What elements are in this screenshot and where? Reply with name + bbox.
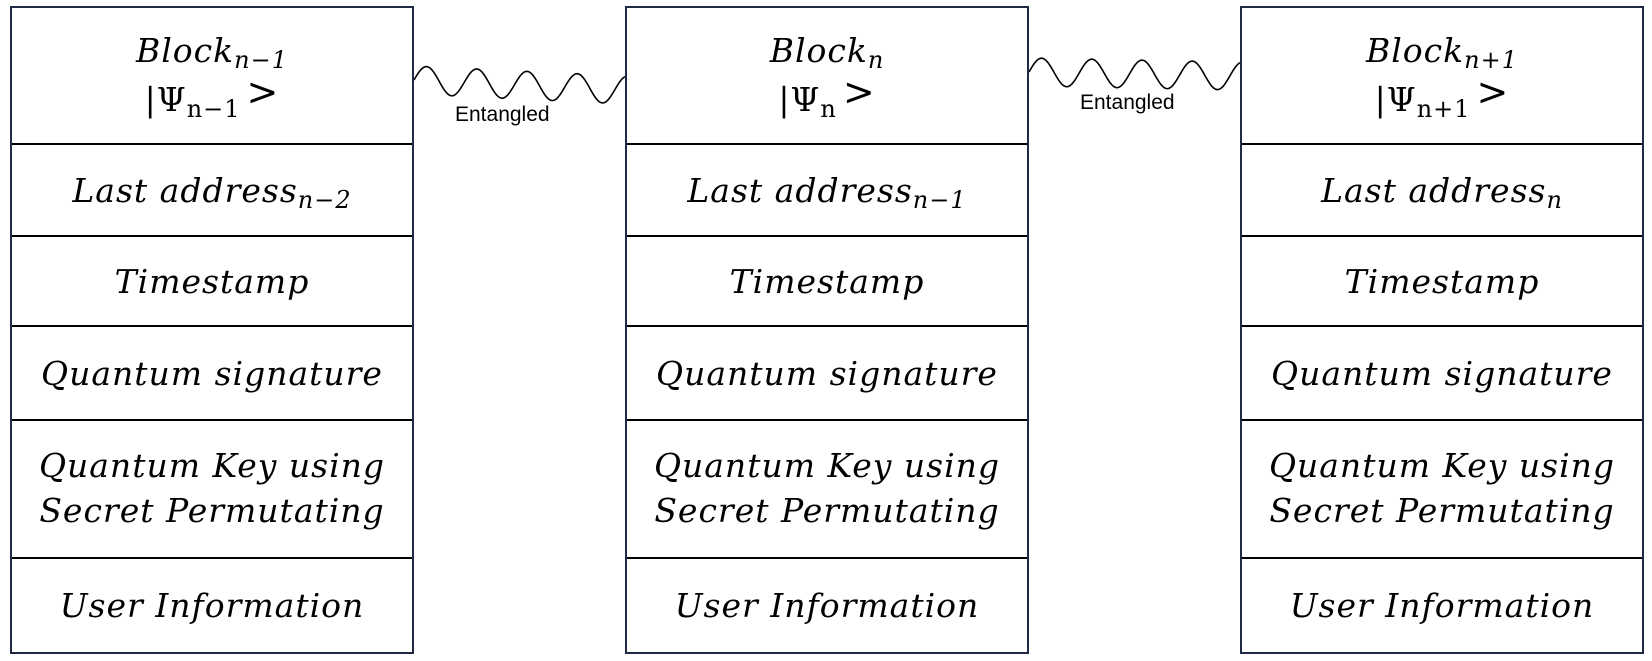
- user-information-field: User Information: [627, 557, 1027, 652]
- ket-symbol: >: [842, 69, 876, 114]
- quantum-key-line1: Quantum Key using: [1268, 446, 1616, 486]
- block-n: Blockn |Ψn> Last addressn−1 Timestamp Qu…: [625, 6, 1029, 654]
- timestamp-field: Timestamp: [627, 235, 1027, 325]
- quantum-key-line2: Secret Permutating: [654, 491, 1000, 530]
- last-address-subscript: n−2: [297, 185, 352, 214]
- quantum-key-field: Quantum Key using Secret Permutating: [1242, 419, 1642, 557]
- ket-symbol: >: [246, 69, 280, 114]
- block-header: Blockn+1 |Ψn+1>: [1242, 8, 1642, 143]
- quantum-key-line2: Secret Permutating: [39, 491, 385, 530]
- timestamp-field: Timestamp: [1242, 235, 1642, 325]
- last-address-field: Last addressn: [1242, 143, 1642, 235]
- block-header: Blockn |Ψn>: [627, 8, 1027, 143]
- block-header: Blockn−1 |Ψn−1>: [12, 8, 412, 143]
- block-title: Block: [136, 30, 235, 70]
- block-n-plus-1: Blockn+1 |Ψn+1> Last addressn Timestamp …: [1240, 6, 1644, 654]
- entanglement-wave-1: [1028, 57, 1241, 91]
- quantum-key-line1: Quantum Key using: [38, 446, 386, 486]
- last-address-label: Last address: [72, 170, 298, 210]
- last-address-subscript: n−1: [912, 185, 967, 214]
- ket-symbol: >: [1476, 69, 1510, 114]
- quantum-state-subscript: n−1: [186, 94, 241, 123]
- quantum-state: |Ψ: [1374, 79, 1417, 119]
- last-address-label: Last address: [1321, 170, 1547, 210]
- timestamp-field: Timestamp: [12, 235, 412, 325]
- block-title: Block: [769, 30, 868, 70]
- quantum-state: |Ψ: [778, 79, 821, 119]
- user-information-field: User Information: [1242, 557, 1642, 652]
- quantum-key-line1: Quantum Key using: [653, 446, 1001, 486]
- quantum-key-field: Quantum Key using Secret Permutating: [12, 419, 412, 557]
- quantum-state: |Ψ: [144, 79, 187, 119]
- quantum-key-field: Quantum Key using Secret Permutating: [627, 419, 1027, 557]
- last-address-label: Last address: [687, 170, 913, 210]
- quantum-signature-field: Quantum signature: [627, 325, 1027, 419]
- block-title-subscript: n−1: [234, 45, 288, 74]
- quantum-signature-field: Quantum signature: [1242, 325, 1642, 419]
- entangled-label-1: Entangled: [1080, 91, 1175, 114]
- entangled-label-0: Entangled: [455, 103, 550, 126]
- quantum-key-line2: Secret Permutating: [1269, 491, 1615, 530]
- last-address-field: Last addressn−2: [12, 143, 412, 235]
- quantum-signature-field: Quantum signature: [12, 325, 412, 419]
- block-n-minus-1: Blockn−1 |Ψn−1> Last addressn−2 Timestam…: [10, 6, 414, 654]
- quantum-state-subscript: n+1: [1416, 94, 1471, 123]
- block-title-subscript: n+1: [1464, 45, 1518, 74]
- block-title: Block: [1366, 30, 1465, 70]
- quantum-state-subscript: n: [820, 94, 837, 123]
- last-address-field: Last addressn−1: [627, 143, 1027, 235]
- user-information-field: User Information: [12, 557, 412, 652]
- block-title-subscript: n: [867, 45, 885, 74]
- last-address-subscript: n: [1546, 185, 1563, 214]
- entanglement-wave-0: [413, 65, 626, 104]
